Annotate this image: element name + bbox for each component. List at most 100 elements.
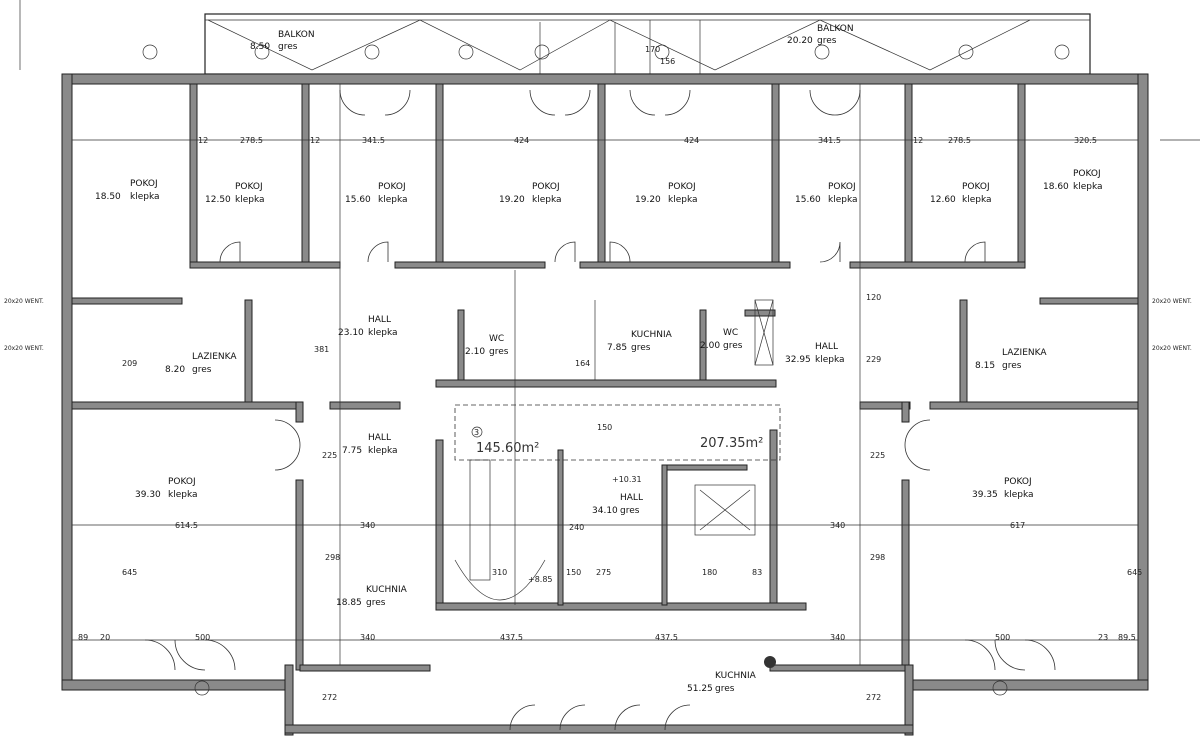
svg-text:POKOJ: POKOJ: [668, 182, 696, 192]
svg-text:POKOJ: POKOJ: [532, 182, 560, 192]
room-pokoj-8: POKOJ 18.60 klepka: [1043, 169, 1103, 192]
svg-text:klepka: klepka: [235, 195, 265, 205]
elevation: +8.85: [528, 575, 553, 584]
svg-text:HALL: HALL: [368, 315, 391, 325]
svg-text:15.60: 15.60: [795, 195, 821, 205]
svg-text:645: 645: [122, 568, 137, 577]
svg-text:51.25: 51.25: [687, 684, 713, 694]
svg-text:617: 617: [1010, 521, 1025, 530]
svg-text:POKOJ: POKOJ: [235, 182, 263, 192]
svg-text:150: 150: [566, 568, 581, 577]
svg-text:12: 12: [913, 136, 923, 145]
svg-text:BALKON: BALKON: [278, 30, 315, 40]
svg-text:POKOJ: POKOJ: [168, 477, 196, 487]
svg-text:12: 12: [310, 136, 320, 145]
dimensions-middle: 614.5 340 340 617 225 225 381 209 229 15…: [122, 45, 1142, 577]
svg-text:WC: WC: [723, 328, 738, 338]
svg-text:298: 298: [325, 553, 340, 562]
svg-text:klepka: klepka: [532, 195, 562, 205]
svg-text:POKOJ: POKOJ: [130, 179, 158, 189]
svg-text:170: 170: [645, 45, 660, 54]
svg-text:272: 272: [866, 693, 881, 702]
svg-text:BALKON: BALKON: [817, 24, 854, 34]
svg-text:89.5: 89.5: [1118, 633, 1136, 642]
svg-text:gres: gres: [715, 684, 735, 694]
svg-text:341.5: 341.5: [362, 136, 385, 145]
svg-text:19.20: 19.20: [499, 195, 525, 205]
interior-walls: [71, 83, 1139, 672]
svg-text:437.5: 437.5: [500, 633, 523, 642]
doors: [144, 89, 1056, 731]
svg-text:WC: WC: [489, 334, 504, 344]
svg-text:HALL: HALL: [368, 433, 391, 443]
room-pokoj-9: POKOJ 39.30 klepka: [135, 477, 198, 500]
svg-text:310: 310: [492, 568, 507, 577]
svg-text:39.30: 39.30: [135, 490, 161, 500]
svg-text:8.15: 8.15: [975, 361, 995, 371]
room-lazienka-2: LAZIENKA 8.15 gres: [975, 348, 1047, 371]
svg-text:12: 12: [198, 136, 208, 145]
svg-text:19.20: 19.20: [635, 195, 661, 205]
dimensions-bottom: 89 20 500 340 437.5 437.5 340 500 23 89.…: [78, 568, 1136, 702]
svg-text:gres: gres: [489, 347, 509, 357]
svg-text:34.10: 34.10: [592, 506, 618, 516]
svg-text:229: 229: [866, 355, 881, 364]
svg-text:23: 23: [1098, 633, 1108, 642]
unit-area: 207.35m²: [700, 436, 763, 451]
svg-text:POKOJ: POKOJ: [962, 182, 990, 192]
svg-text:12.50: 12.50: [205, 195, 231, 205]
svg-text:39.35: 39.35: [972, 490, 998, 500]
svg-text:20x20 WENT.: 20x20 WENT.: [4, 298, 44, 305]
svg-text:164: 164: [575, 359, 590, 368]
svg-text:18.85: 18.85: [336, 598, 362, 608]
svg-text:209: 209: [122, 359, 137, 368]
svg-text:gres: gres: [723, 341, 743, 351]
svg-text:614.5: 614.5: [175, 521, 198, 530]
svg-text:275: 275: [596, 568, 611, 577]
svg-text:15.60: 15.60: [345, 195, 371, 205]
room-pokoj-4: POKOJ 19.20 klepka: [499, 182, 562, 205]
svg-text:gres: gres: [620, 506, 640, 516]
svg-text:20x20 WENT.: 20x20 WENT.: [1152, 298, 1192, 305]
svg-text:12.60: 12.60: [930, 195, 956, 205]
room-kuchnia-2: KUCHNIA 18.85 gres: [336, 585, 408, 608]
detail-lines: [72, 84, 1138, 665]
svg-text:gres: gres: [1002, 361, 1022, 371]
svg-text:POKOJ: POKOJ: [1073, 169, 1101, 179]
svg-text:POKOJ: POKOJ: [378, 182, 406, 192]
svg-text:156: 156: [660, 57, 675, 66]
svg-text:340: 340: [360, 633, 375, 642]
svg-text:437.5: 437.5: [655, 633, 678, 642]
svg-text:7.75: 7.75: [342, 446, 362, 456]
svg-text:8.20: 8.20: [165, 365, 185, 375]
svg-text:340: 340: [830, 633, 845, 642]
svg-text:18.60: 18.60: [1043, 182, 1069, 192]
svg-text:gres: gres: [366, 598, 386, 608]
svg-text:klepka: klepka: [168, 490, 198, 500]
svg-text:8.50: 8.50: [250, 42, 270, 52]
svg-text:320.5: 320.5: [1074, 136, 1097, 145]
svg-text:klepka: klepka: [1073, 182, 1103, 192]
svg-text:KUCHNIA: KUCHNIA: [366, 585, 408, 595]
svg-text:klepka: klepka: [828, 195, 858, 205]
elevation: +10.31: [612, 475, 642, 484]
unit-area-labels: 3 145.60m² 207.35m² +8.85 +10.31: [471, 426, 763, 584]
svg-text:83: 83: [752, 568, 762, 577]
svg-text:120: 120: [866, 293, 881, 302]
svg-text:KUCHNIA: KUCHNIA: [715, 671, 757, 681]
vent-labels: 20x20 WENT. 20x20 WENT. 20x20 WENT. 20x2…: [4, 298, 1192, 352]
svg-text:424: 424: [514, 136, 529, 145]
svg-text:LAZIENKA: LAZIENKA: [1002, 348, 1047, 358]
